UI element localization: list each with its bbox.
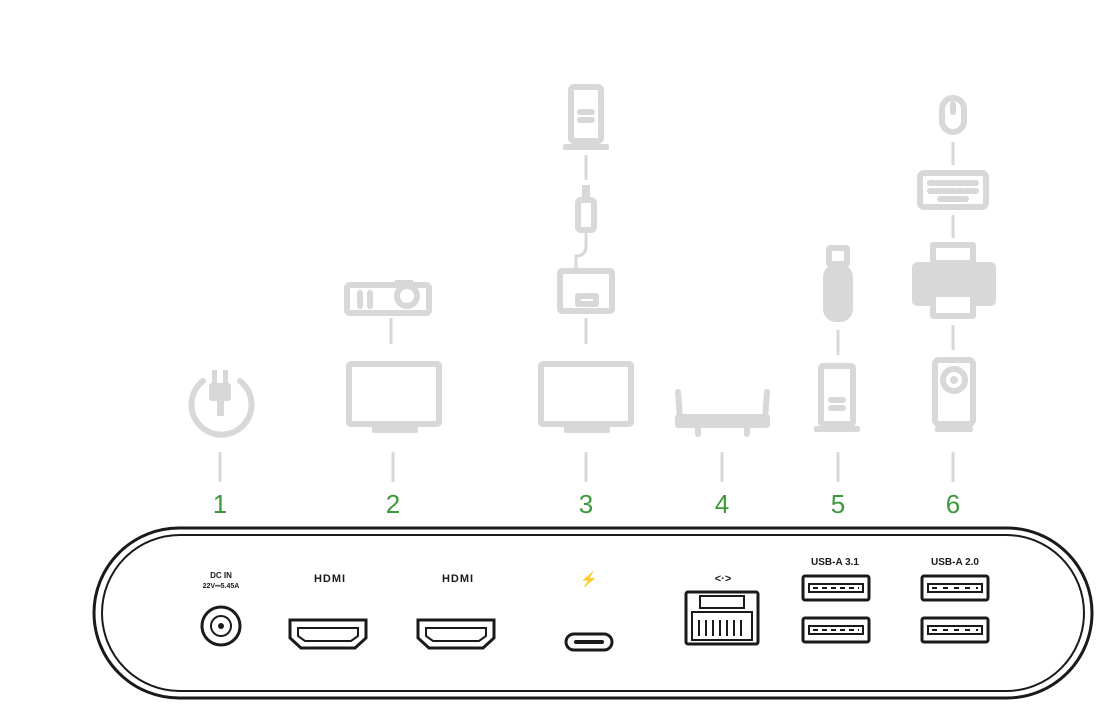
projector-icon	[344, 280, 432, 316]
ethernet-port[interactable]	[684, 590, 760, 646]
usb-c-cable-icon	[574, 185, 597, 268]
webcam-icon	[932, 357, 976, 432]
callout-number-2: 2	[386, 489, 400, 519]
adapter-icon	[557, 268, 615, 314]
usb-a-20-port-top[interactable]	[920, 574, 990, 602]
mouse-icon	[939, 95, 967, 135]
dc-in-rating-label: 22V⎓5.45A	[203, 583, 240, 590]
printer-icon	[912, 242, 996, 319]
usb-stick-icon	[823, 245, 853, 322]
callout-number-4: 4	[715, 489, 729, 519]
dock-body	[92, 526, 1094, 700]
dc-in-port[interactable]	[200, 605, 242, 647]
callout-number-5: 5	[831, 489, 845, 519]
keyboard-icon	[917, 170, 989, 210]
usb-drive-icon	[814, 363, 860, 432]
dc-in-label: DC IN	[210, 571, 232, 580]
hdmi-1-label: HDMI	[314, 573, 346, 585]
usb-a-31-port-bottom[interactable]	[801, 616, 871, 644]
usb-a-31-port-top[interactable]	[801, 574, 871, 602]
monitor-icon	[538, 361, 634, 433]
router-icon	[675, 389, 770, 437]
hdmi-2-label: HDMI	[442, 573, 474, 585]
ethernet-icon: <·>	[715, 573, 732, 585]
hdmi-2-port[interactable]	[416, 618, 496, 650]
power-plug-icon	[188, 370, 255, 438]
thunderbolt-icon: ⚡	[580, 571, 597, 588]
thunderbolt-usb-c-port[interactable]	[564, 632, 614, 652]
monitor-icon	[346, 361, 442, 433]
usb-a-31-label: USB-A 3.1	[811, 557, 859, 568]
callout-number-6: 6	[946, 489, 960, 519]
usb-a-20-port-bottom[interactable]	[920, 616, 990, 644]
callout-number-3: 3	[579, 489, 593, 519]
external-drive-icon	[563, 84, 609, 150]
usb-a-20-label: USB-A 2.0	[931, 557, 979, 568]
hdmi-1-port[interactable]	[288, 618, 368, 650]
callout-number-1: 1	[213, 489, 227, 519]
